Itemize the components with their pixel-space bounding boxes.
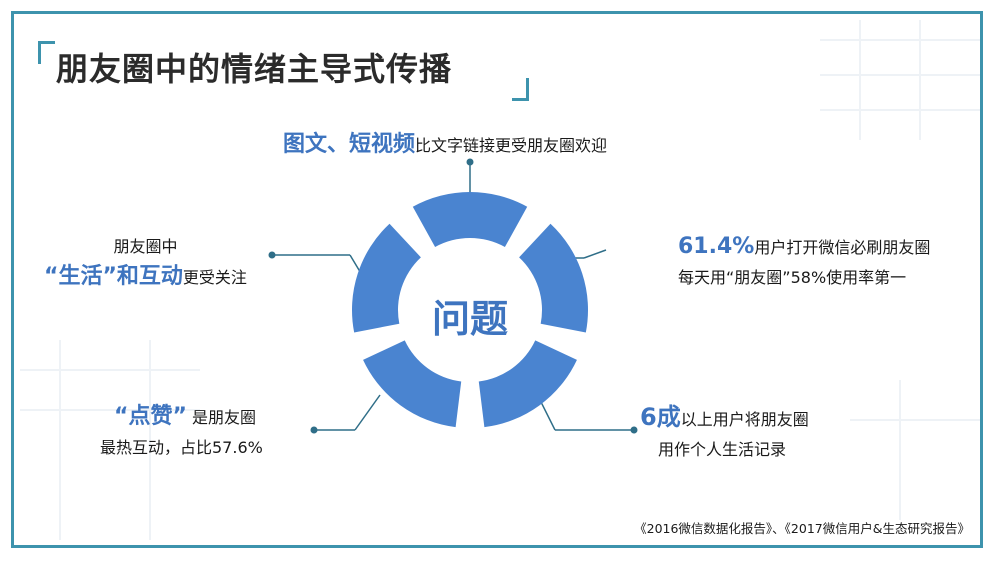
callout-left-top-text: 更受关注 (182, 268, 247, 287)
connector-right-top-diag (583, 249, 607, 259)
callout-right-top-emphasis: 61.4% (678, 234, 755, 259)
source-citation: 《2016微信数据化报告》、《2017微信用户&生态研究报告》 (634, 521, 970, 536)
ring-segment-right-top (519, 223, 589, 333)
page-title: 朋友圈中的情绪主导式传播 (56, 50, 453, 88)
title-bracket-close (512, 78, 529, 101)
callout-right-top-text: 用户打开微信必刷朋友圈 (754, 238, 931, 257)
ring-segment-top (412, 192, 528, 248)
callout-left-bottom-line2: 最热互动，占比57.6% (100, 438, 263, 457)
center-label: 问题 (431, 297, 508, 341)
callout-left-bottom: “点赞” 是朋友圈 最热互动，占比57.6% (100, 402, 263, 463)
callout-left-bottom-emphasis: “点赞” (114, 404, 187, 429)
connector-dot-left-top (268, 251, 276, 259)
ring-segment-left-bottom (363, 340, 462, 428)
connector-left-bottom (354, 394, 381, 431)
connector-dot-right-bottom (630, 426, 638, 434)
slide-frame (11, 11, 983, 548)
callout-left-bottom-text: 是朋友圈 (192, 408, 257, 427)
callout-right-bottom-emphasis: 6成 (640, 403, 681, 431)
callout-top-emphasis: 图文、短视频 (283, 132, 416, 157)
callout-left-top: 朋友圈中 “生活”和互动更受关注 (44, 232, 247, 293)
callout-right-bottom-text: 以上用户将朋友圈 (680, 410, 809, 429)
callout-top-text: 比文字链接更受朋友圈欢迎 (415, 136, 608, 155)
callout-top: 图文、短视频比文字链接更受朋友圈欢迎 (283, 130, 607, 161)
connector-dot-top (466, 158, 474, 166)
connector-dot-left-bottom (310, 426, 318, 434)
ring-segment-right-bottom (478, 340, 577, 428)
callout-left-top-emphasis: “生活”和互动 (44, 264, 183, 289)
callout-right-bottom-line2: 用作个人生活记录 (658, 440, 787, 459)
callout-right-top: 61.4%用户打开微信必刷朋友圈 每天用“朋友圈”58%使用率第一 (678, 232, 930, 293)
callout-left-top-line1: 朋友圈中 (113, 237, 178, 256)
callout-right-bottom: 6成以上用户将朋友圈 用作个人生活记录 (640, 402, 809, 465)
ring-segment-left-top (352, 223, 421, 333)
title-bracket-open (38, 41, 55, 64)
connector-right-bottom (539, 399, 556, 431)
callout-right-top-line2: 每天用“朋友圈”58%使用率第一 (678, 268, 907, 287)
